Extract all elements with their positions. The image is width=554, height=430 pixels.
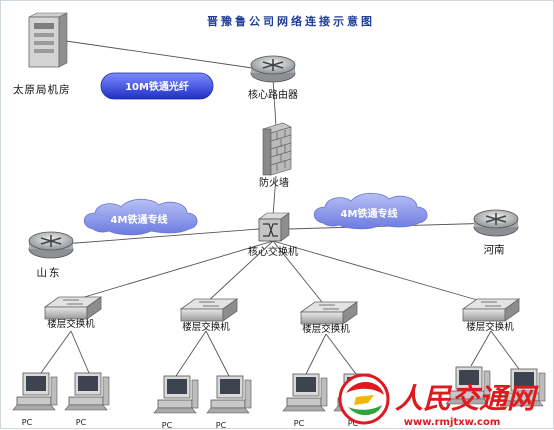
pc-2-icon [64,372,110,411]
watermark-brand: 人民交通网 [395,382,539,415]
floor-switch-1-label: 楼层交换机 [47,318,95,330]
floor-switch-2-label: 楼层交换机 [182,321,230,333]
diagram-title: 晋豫鲁公司网络连接示意图 [207,14,375,28]
henan-router-icon [473,209,519,237]
server-icon [28,12,68,68]
pc-3-label: PC [162,421,173,430]
pc-4-label: PC [216,421,227,430]
floor-switch-4-label: 楼层交换机 [466,321,514,333]
leased-line-cloud-left: 4M铁通专线 [83,198,198,236]
server-room-label: 太原局机房 [13,83,71,96]
firewall-label: 防火墙 [259,176,289,189]
floor-switch-3-label: 楼层交换机 [302,323,350,335]
fiber-link-label: 10M铁通光纤 [125,80,189,93]
pc-4-icon [206,375,252,414]
pc-1-icon [12,372,58,411]
core-switch-icon [258,212,290,242]
leased-line-cloud-right: 4M铁通专线 [313,192,428,230]
leased-line-left-label: 4M铁通专线 [111,213,168,226]
floor-switch-2-icon [180,298,238,322]
pc-5-label: PC [294,419,305,428]
pc-1-label: PC [22,418,33,427]
fiber-link-badge: 10M铁通光纤 [100,72,214,100]
firewall-icon [262,122,292,176]
henan-label: 河南 [484,243,505,256]
shandong-router-icon [28,231,74,259]
pc-6-label: PC [348,419,359,428]
watermark-logo-icon [338,373,390,425]
shandong-label: 山东 [37,266,62,279]
pc-2-label: PC [76,418,87,427]
pc-5-icon [282,373,328,412]
floor-switch-4-icon [462,298,520,322]
floor-switch-1-icon [44,296,102,320]
core-router-icon [250,55,296,83]
core-router-label: 核心路由器 [248,88,298,101]
pc-3-icon [153,375,199,414]
watermark-url: www.rmjtxw.com [404,417,501,428]
leased-line-right-label: 4M铁通专线 [341,207,398,220]
floor-switch-3-icon [300,301,358,325]
core-switch-label: 核心交换机 [248,245,298,258]
